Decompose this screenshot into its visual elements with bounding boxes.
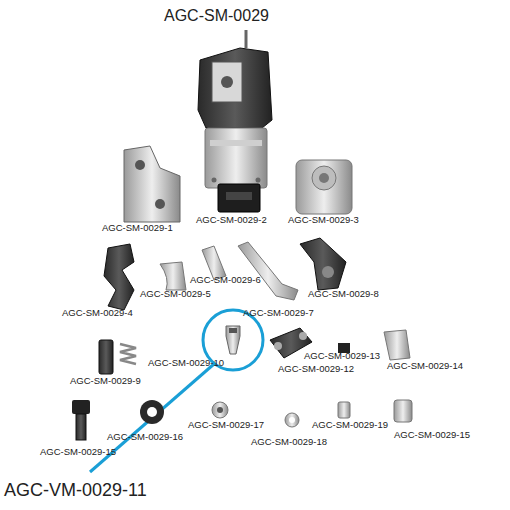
part-number: AGC-SM-0029-7 bbox=[243, 308, 314, 318]
bolt-part bbox=[72, 400, 90, 440]
bushing-part bbox=[212, 402, 228, 418]
part-number: AGC-SM-0029-18 bbox=[251, 437, 327, 447]
block-part bbox=[218, 184, 260, 212]
pin-part bbox=[99, 340, 113, 374]
part-number: AGC-SM-0029-14 bbox=[387, 361, 463, 371]
plate-part bbox=[384, 330, 410, 360]
part-number: AGC-SM-0029-6 bbox=[190, 275, 261, 285]
sleeve-part bbox=[394, 400, 412, 422]
jaw-part bbox=[300, 238, 346, 290]
screw-part bbox=[226, 326, 240, 354]
plate-part bbox=[160, 262, 186, 290]
part-number: AGC-SM-0029-19 bbox=[312, 420, 388, 430]
arm-part bbox=[238, 242, 298, 300]
part-number: AGC-SM-0029-5 bbox=[140, 289, 211, 299]
part-number: AGC-SM-0029-2 bbox=[196, 215, 267, 225]
part-number: AGC-SM-0029-4 bbox=[62, 308, 133, 318]
part-number: AGC-SM-0029-8 bbox=[308, 289, 379, 299]
part-number: AGC-SM-0029-17 bbox=[188, 420, 264, 430]
part-number: AGC-SM-0029-1 bbox=[102, 223, 173, 233]
gripper-assembly bbox=[198, 30, 272, 188]
bracket-part bbox=[124, 146, 180, 222]
part-number: AGC-SM-0029-12 bbox=[278, 364, 354, 374]
part-number: AGC-SM-0029-16 bbox=[107, 432, 183, 442]
part-number: AGC-SM-0029-3 bbox=[288, 215, 359, 225]
part-number: AGC-SM-0029-15 bbox=[40, 447, 116, 457]
part-number: AGC-SM-0029-9 bbox=[70, 376, 141, 386]
part-number: AGC-SM-0029-10 bbox=[148, 358, 224, 368]
spring-part bbox=[120, 344, 136, 364]
part-number: AGC-SM-0029-13 bbox=[304, 351, 380, 361]
callout-label: AGC-VM-0029-11 bbox=[4, 481, 147, 499]
sleeve-part bbox=[338, 402, 350, 418]
hook-part bbox=[104, 244, 134, 310]
washer-part bbox=[140, 400, 164, 424]
cylinder-part bbox=[296, 160, 352, 214]
assembly-title: AGC-SM-0029 bbox=[164, 8, 269, 24]
part-number: AGC-SM-0029-15 bbox=[394, 430, 470, 440]
bushing-part bbox=[285, 413, 299, 427]
